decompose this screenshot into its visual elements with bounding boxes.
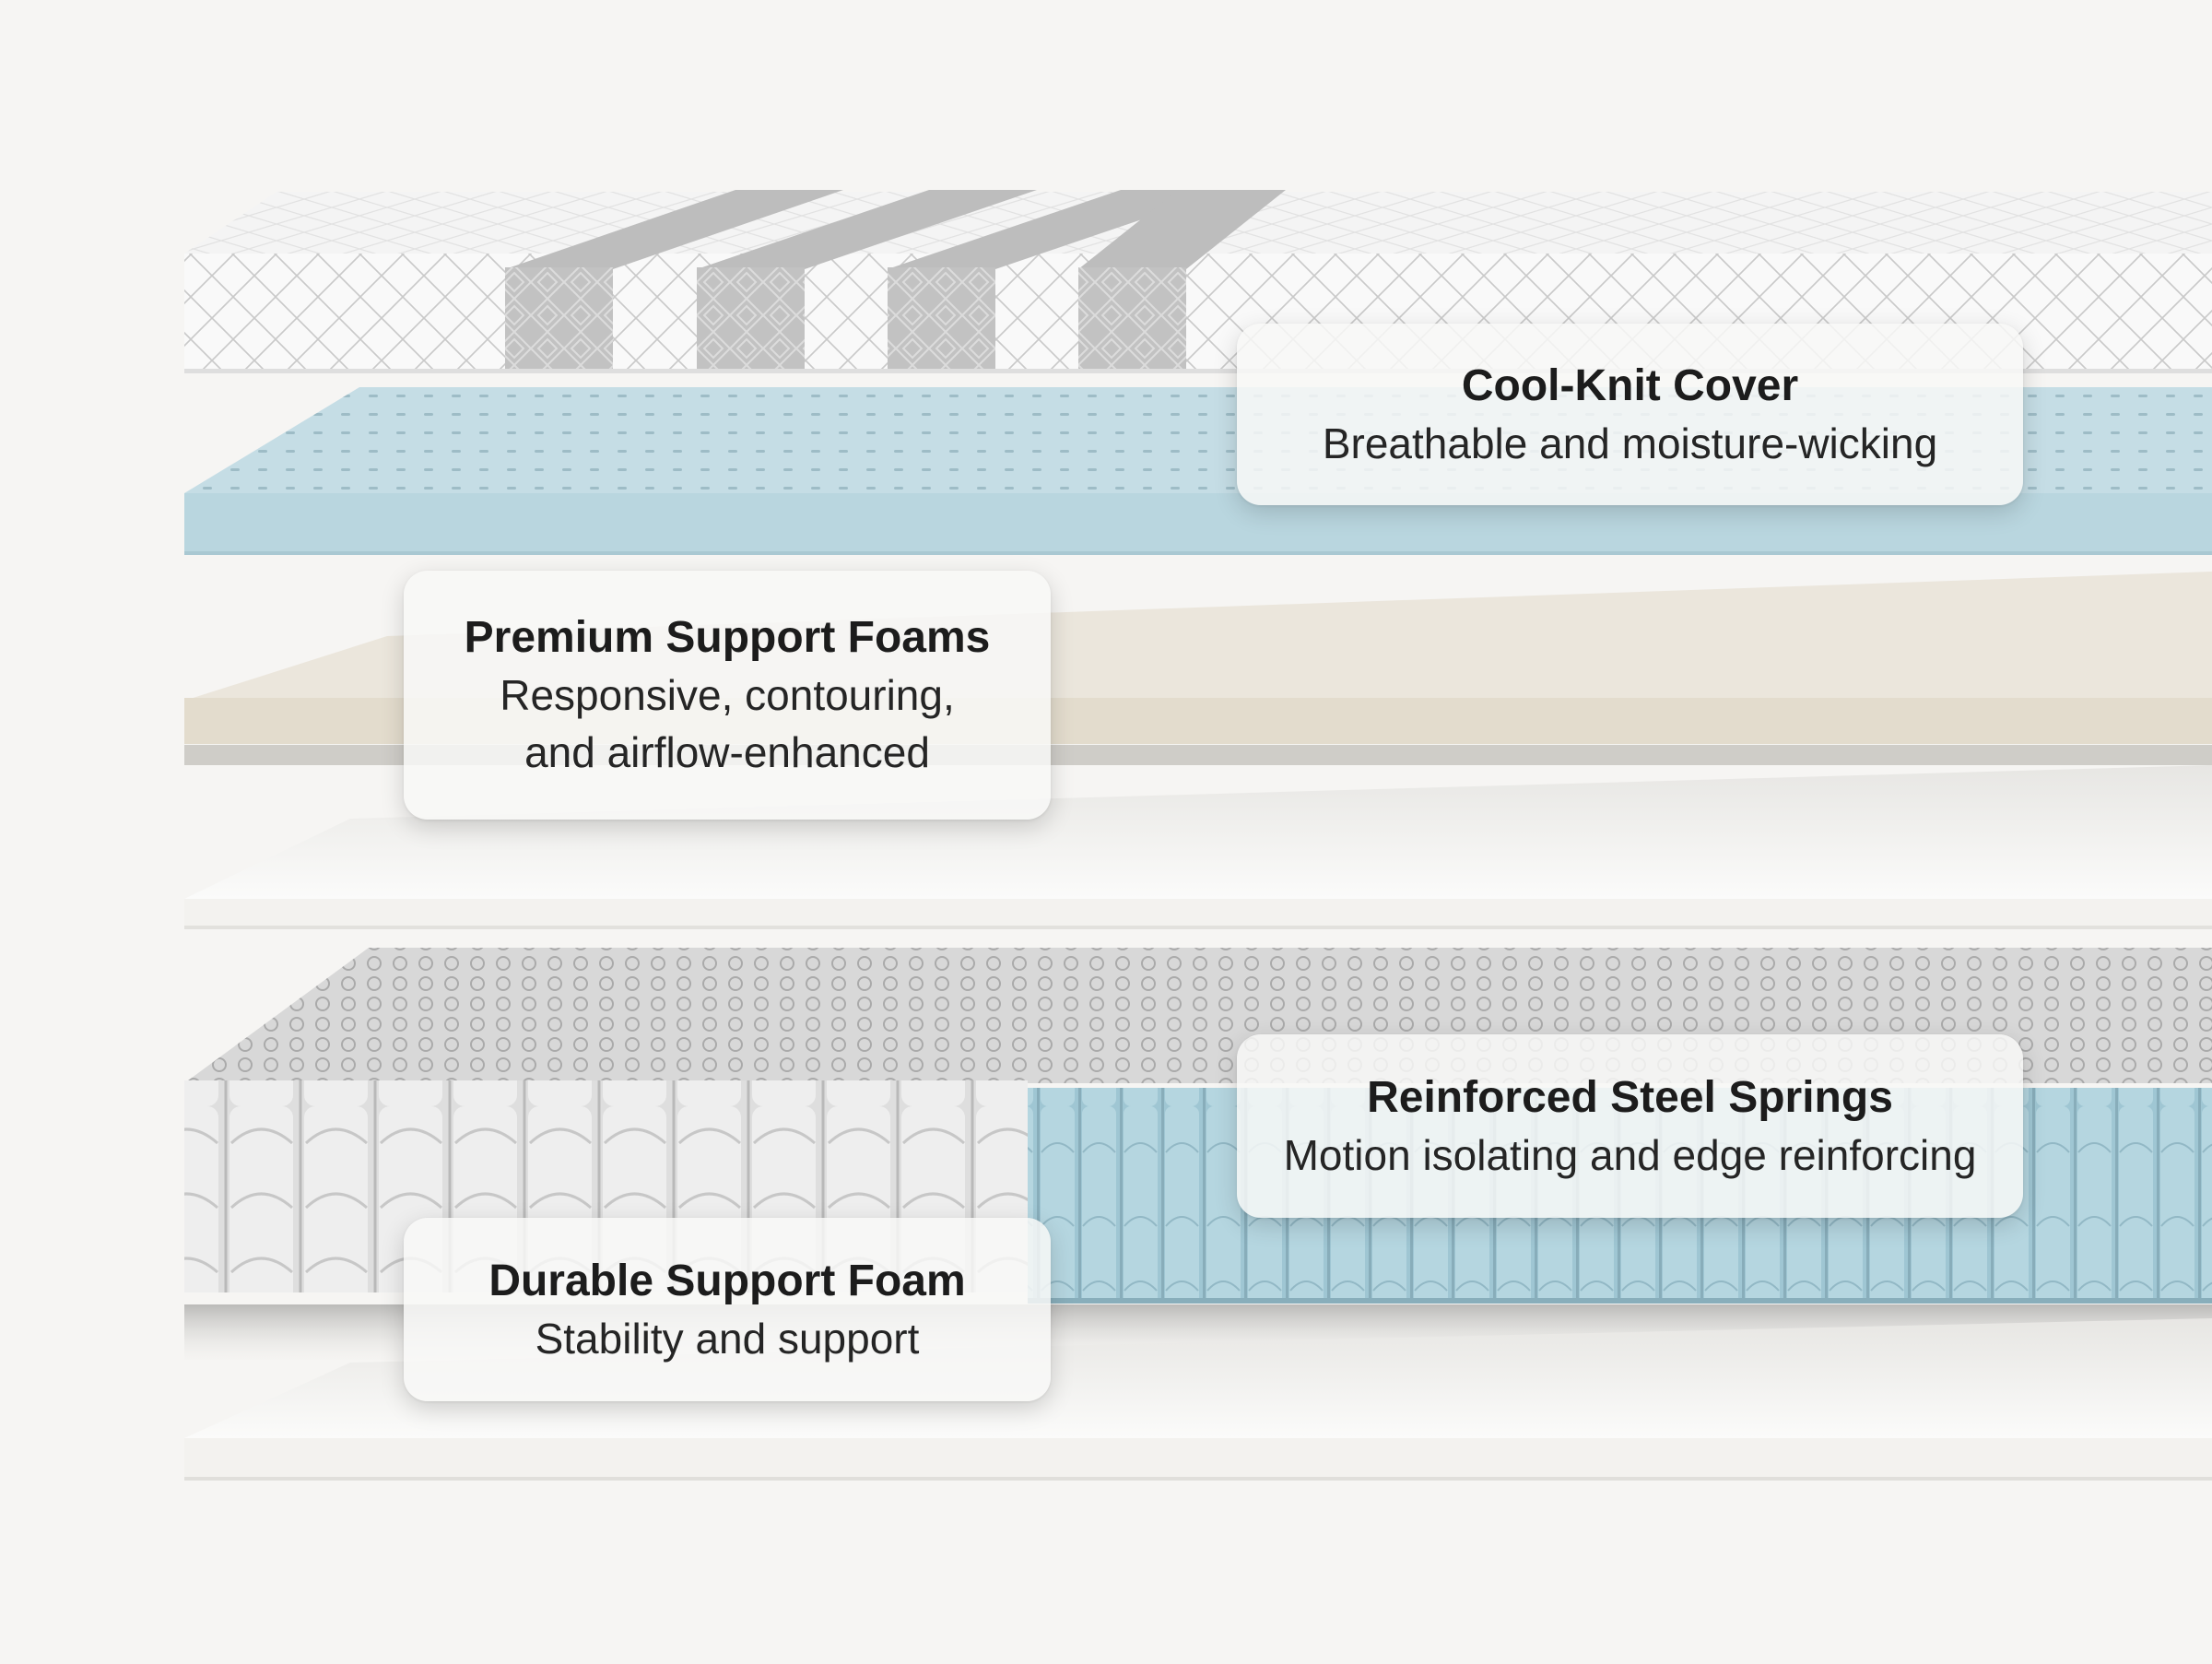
callout-title: Durable Support Foam (488, 1256, 966, 1305)
cool-knit-cover-layer (184, 190, 2212, 373)
callout-title: Cool-Knit Cover (1461, 360, 1799, 410)
callout-description: Motion isolating and edge reinforcing (1283, 1130, 1977, 1179)
springs-blue-bottom-edge (1028, 1298, 2212, 1304)
cover-stripe-side-pattern (697, 267, 805, 372)
cover-stripe-top (888, 190, 1229, 269)
base-foam-edge (184, 1477, 2212, 1481)
callout-description: Breathable and moisture-wicking (1322, 419, 1938, 467)
cover-stripe-side-pattern (505, 267, 613, 372)
cover-stripe-top (505, 190, 843, 269)
transition-foam-side-face (184, 899, 2212, 928)
base-foam-top-face (184, 1318, 2212, 1438)
cover-stripe-top (1078, 190, 1286, 269)
callout-title: Reinforced Steel Springs (1367, 1072, 1893, 1122)
gel-foam-edge (184, 551, 2212, 555)
cover-stripe-side-pattern (1078, 267, 1186, 372)
base-foam-side-face (184, 1438, 2212, 1479)
transition-foam-layer (184, 765, 2212, 929)
transition-foam-top-face (184, 765, 2212, 899)
cover-stripes-side (505, 267, 1186, 372)
callout-description: Responsive, contouring, and airflow-enha… (500, 671, 955, 776)
cover-bottom-edge (184, 369, 2212, 373)
callout-title: Premium Support Foams (464, 613, 991, 662)
cover-stripe-side-pattern (888, 267, 995, 372)
callout-cool-knit-cover: Cool-Knit Cover Breathable and moisture-… (1237, 324, 2023, 505)
callout-durable-support-foam: Durable Support Foam Stability and suppo… (404, 1218, 1051, 1401)
callout-reinforced-steel-springs: Reinforced Steel Springs Motion isolatin… (1237, 1034, 2023, 1218)
transition-foam-edge (184, 926, 2212, 929)
cover-stripe-top (697, 190, 1037, 269)
callout-description: Stability and support (535, 1314, 920, 1363)
callout-premium-support-foams: Premium Support Foams Responsive, contou… (404, 571, 1051, 820)
